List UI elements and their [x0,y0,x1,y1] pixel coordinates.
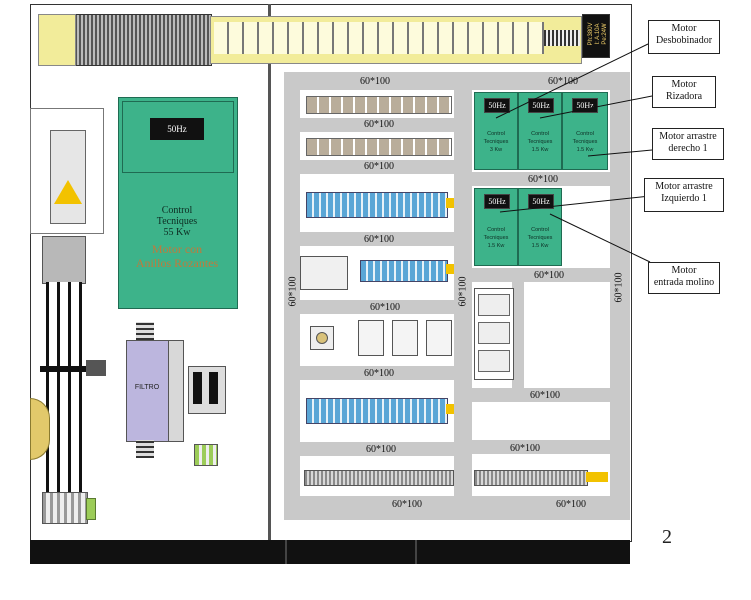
duct-label-h3: 60*100 [364,234,394,245]
drive-display: 50Hz [572,98,598,113]
rail-end-3 [446,404,454,414]
small-breaker [194,444,218,466]
main-switch [50,130,86,224]
duct-h4 [300,300,454,314]
drive-entrada-molino: 50Hz Control Tecniques 1.5 Kw [518,188,562,266]
drive-rizadora: 50Hz Control Tecniques 1.5 Kw [518,92,562,170]
main-drive-subtitle: Motor con Anillos Rozantes [135,242,219,270]
duct-r-vertical [512,282,524,388]
duct-label-top-right: 60*100 [548,76,578,87]
duct-label-top-left: 60*100 [360,76,390,87]
drive-desbobinador: 50Hz Control Tecniques 3 Kw [474,92,518,170]
filter-terminals-bottom [136,440,154,458]
warning-icon [54,180,82,204]
filter-body [126,340,170,442]
duct-r3 [472,388,610,402]
rail-end-2 [446,264,454,274]
contactor-block [300,256,348,290]
duct-r2 [472,268,610,282]
page-number: 2 [662,526,672,548]
duct-h6 [300,442,454,456]
duct-h5 [300,366,454,380]
drive-text: Control Tecniques 1.5 Kw [527,131,553,153]
callout-motor-rizadora: Motor Rizadora [652,76,716,108]
duct-label-h5: 60*100 [364,368,394,379]
small-terminal-green [86,498,96,520]
power-supply [582,14,610,58]
cable-clamp [40,366,88,372]
callout-motor-entrada-molino: Motor entrada molino [648,262,720,294]
rail-end-4 [586,472,608,482]
duct-h1 [300,118,454,132]
duct-label-r3: 60*100 [534,270,564,281]
relay-module-3 [426,320,452,356]
duct-h2 [300,160,454,174]
signal-button [310,326,334,350]
base-divider-1 [285,540,287,564]
duct-h3 [300,232,454,246]
filter-side [168,340,184,442]
breaker-row-detail [214,22,544,54]
top-right-terminals [544,30,580,46]
signal-button-lamp [316,332,328,344]
side-component [86,360,106,376]
bottom-terminals [42,492,88,524]
duct-r5 [472,496,610,512]
duct-label-h6: 60*100 [366,444,396,455]
cabinet-door-divider [268,4,271,564]
drive-arrastre-derecho: 50Hz Control Tecniques 1.5 Kw [562,92,608,170]
drive-arrastre-izquierdo: 50Hz Control Tecniques 1.5 Kw [474,188,518,266]
duct-label-h4: 60*100 [370,302,400,313]
vertical-busbar-left [38,14,76,66]
drive-display: 50Hz [528,98,554,113]
relay-stack-3 [478,350,510,372]
drive-display: 50Hz [528,194,554,209]
relay-module-2 [392,320,418,356]
callout-motor-arrastre-derecho: Motor arrastre derecho 1 [652,128,724,160]
terminal-row-blue-1 [306,192,448,218]
fuse-row-2 [306,138,452,156]
duct-h7 [300,496,454,512]
drive-text: Control Tecniques 1.5 Kw [572,131,598,153]
drive-display: 50Hz [484,194,510,209]
duct-r4 [472,440,610,454]
terminal-strip-bottom-left [304,470,454,486]
callout-motor-desbobinador: Motor Desbobinador [648,20,720,54]
filter-label: FILTRO [134,384,160,391]
duct-label-h2: 60*100 [364,161,394,172]
duct-label-h1: 60*100 [364,119,394,130]
drive-text: Control Tecniques 1.5 Kw [527,227,553,249]
duct-label-r6: 60*100 [556,499,586,510]
fuse-row-1 [306,96,452,114]
drive-text: Control Tecniques 1.5 Kw [483,227,509,249]
duct-label-r2: 60*100 [528,174,558,185]
duct-label-h7: 60*100 [392,499,422,510]
relay-module-1 [358,320,384,356]
main-drive-display: 50Hz [150,118,204,140]
base-divider-2 [415,540,417,564]
cabinet-base [30,540,630,564]
drive-display: 50Hz [484,98,510,113]
drive-text: Control Tecniques 3 Kw [483,131,509,153]
rail-end-1 [446,198,454,208]
duct-r1 [472,172,610,186]
relay-slots [193,372,219,404]
filter-terminals-top [136,322,154,340]
main-drive-title: Control Tecniques 55 Kw [156,205,198,238]
relay-stack-2 [478,322,510,344]
main-cables [46,282,82,492]
relay-stack-1 [478,294,510,316]
callout-motor-arrastre-izquierdo: Motor arrastre Izquierdo 1 [644,178,724,212]
duct-label-r5: 60*100 [510,443,540,454]
duct-label-r4: 60*100 [530,390,560,401]
